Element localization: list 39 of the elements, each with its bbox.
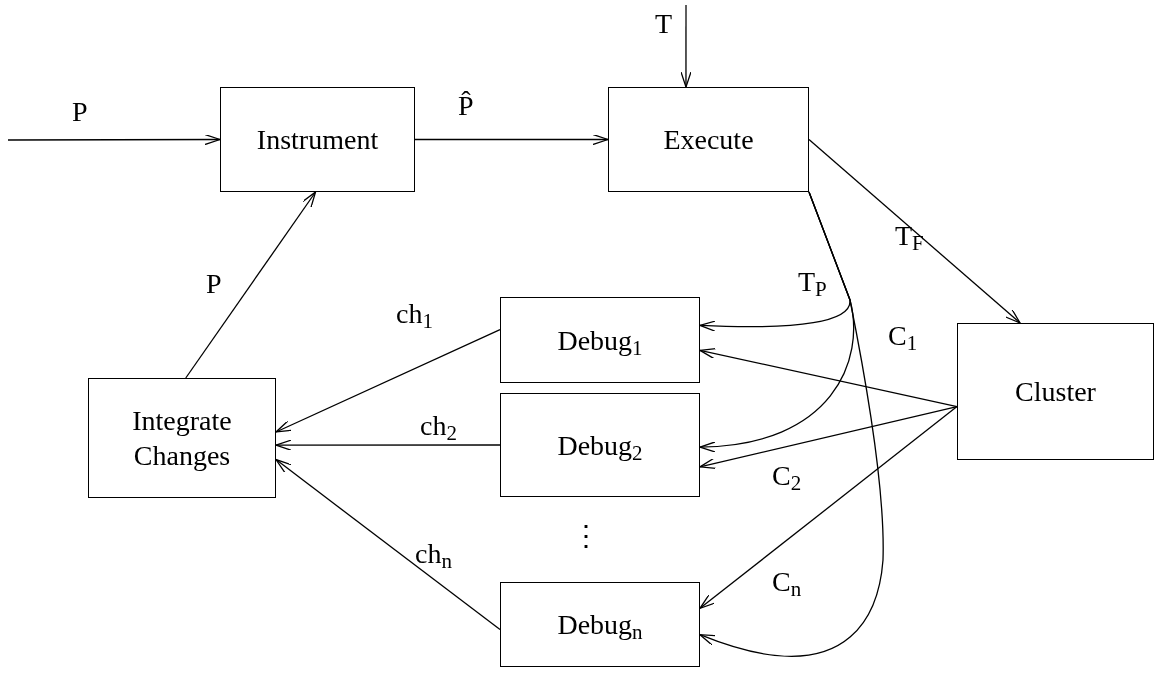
process-box bbox=[500, 393, 700, 497]
process-box bbox=[608, 87, 809, 192]
box-label: Execute bbox=[663, 123, 754, 157]
edge-label: T$_{F}$ bbox=[895, 222, 924, 250]
process-box bbox=[500, 582, 700, 667]
process-box bbox=[500, 297, 700, 383]
edge-label: C$_{n}$ bbox=[772, 568, 802, 596]
box-label: Instrument bbox=[256, 123, 379, 157]
box-label: Integrate Changes bbox=[131, 404, 233, 473]
arrow bbox=[699, 405, 958, 609]
process-box bbox=[220, 87, 415, 192]
edge-label: ch$_{n}$ bbox=[415, 540, 452, 568]
arrow bbox=[414, 133, 609, 146]
edge-label: ch$_{2}$ bbox=[420, 412, 457, 440]
arrow bbox=[808, 138, 1021, 324]
edge-label: T bbox=[655, 10, 673, 38]
ellipsis-mark: ⋮ bbox=[572, 522, 600, 550]
edge-label: C$_{1}$ bbox=[888, 322, 918, 350]
edge-label: P̂ bbox=[458, 92, 474, 120]
arrow bbox=[680, 4, 692, 88]
box-label: Debug$_{2}$ bbox=[557, 428, 643, 463]
arrow bbox=[275, 439, 501, 451]
arrow bbox=[699, 405, 958, 469]
edge-label: ch$_{1}$ bbox=[396, 300, 433, 328]
edge-label: P bbox=[72, 98, 88, 126]
box-label: Debug$_{n}$ bbox=[557, 608, 643, 642]
process-box bbox=[957, 323, 1154, 460]
edge-label: T$_{P}$ bbox=[798, 268, 827, 296]
arrow bbox=[185, 191, 317, 379]
process-box bbox=[88, 378, 276, 498]
arrow bbox=[699, 348, 958, 408]
arrow bbox=[275, 329, 501, 433]
arrow bbox=[7, 133, 221, 146]
edge-label: P bbox=[206, 270, 222, 298]
box-label: Cluster bbox=[1015, 375, 1096, 409]
box-label: Debug$_{1}$ bbox=[557, 323, 643, 358]
edge-label: C$_{2}$ bbox=[772, 462, 802, 490]
arrow bbox=[275, 458, 501, 631]
arrow bbox=[699, 191, 884, 657]
